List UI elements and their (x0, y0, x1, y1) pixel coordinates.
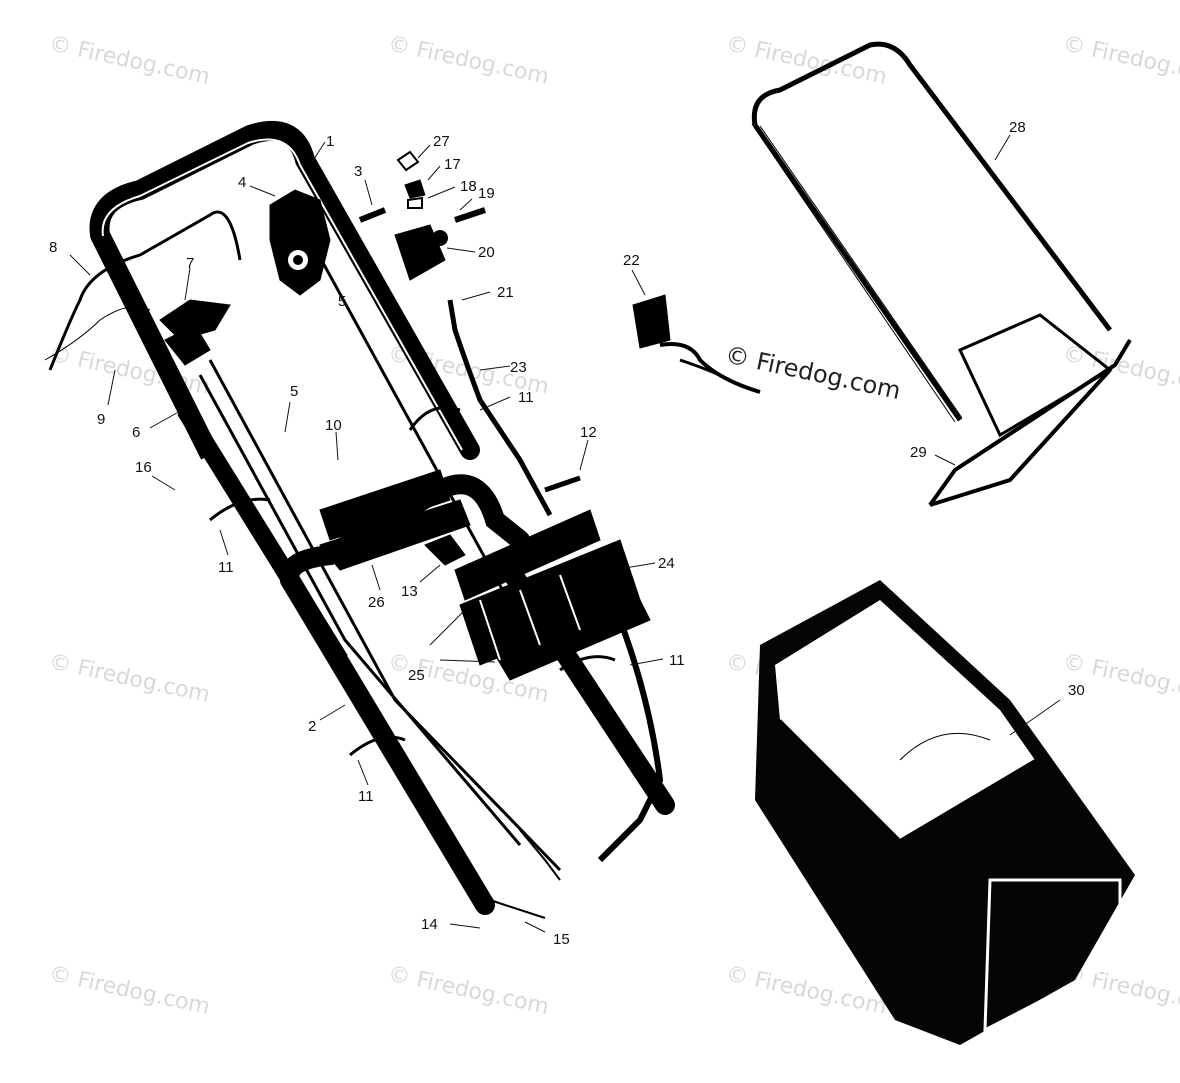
watermark: © Firedog.com (1061, 649, 1180, 707)
callout-10: 10 (325, 417, 342, 434)
callout-26: 26 (368, 594, 385, 611)
callout-19: 19 (478, 185, 495, 202)
callout-7: 7 (186, 255, 194, 272)
screws (358, 207, 581, 493)
clips-11 (209, 406, 616, 757)
grass-bag (755, 580, 1135, 1045)
callout-29: 29 (910, 444, 927, 461)
watermark: © Firedog.com (47, 31, 212, 89)
callout-4: 4 (238, 174, 246, 191)
callout-5: 5 (338, 293, 346, 310)
callout-20: 20 (478, 244, 495, 261)
callout-28: 28 (1009, 119, 1026, 136)
leader-lines (69, 134, 1061, 933)
callout-1: 1 (326, 133, 334, 150)
callout-16: 16 (135, 459, 152, 476)
callout-11: 11 (669, 652, 685, 669)
watermark: © Firedog.com (386, 961, 551, 1019)
callout-15: 15 (553, 931, 570, 948)
watermark: © Firedog.com (47, 961, 212, 1019)
callout-18: 18 (460, 178, 477, 195)
callout-5: 5 (290, 383, 298, 400)
upper-handle (89, 121, 480, 460)
watermark: © Firedog.com (724, 31, 889, 89)
callout-14: 14 (421, 916, 438, 933)
callout-labels: 1 2 3 4 5 5 6 7 8 9 10 11 11 11 11 12 13… (49, 119, 1085, 948)
switch-box-20 (394, 224, 448, 281)
callout-11: 11 (218, 559, 234, 576)
watermark: © Firedog.com (47, 649, 212, 707)
callout-11: 11 (518, 389, 534, 406)
wiring-harness-23 (447, 299, 664, 863)
callout-21: 21 (497, 284, 514, 301)
switch-7 (159, 299, 231, 366)
knob-13 (424, 534, 466, 566)
charger-22 (632, 294, 761, 394)
callout-3: 3 (354, 163, 362, 180)
center-watermark: © Firedog.com (723, 340, 903, 405)
bracket-26 (319, 469, 471, 571)
watermark: © Firedog.com (386, 31, 551, 89)
callout-8: 8 (49, 239, 57, 256)
callout-30: 30 (1068, 682, 1085, 699)
cable-8 (44, 210, 242, 371)
battery-assembly (454, 509, 651, 681)
callout-22: 22 (623, 252, 640, 269)
callout-25: 25 (408, 667, 425, 684)
callout-9: 9 (97, 411, 105, 428)
watermark: © Firedog.com (1061, 31, 1180, 89)
callout-23: 23 (510, 359, 527, 376)
callout-13: 13 (401, 583, 418, 600)
callout-6: 6 (132, 424, 140, 441)
bag-frame (751, 41, 1132, 507)
callout-27: 27 (433, 133, 450, 150)
callout-24: 24 (658, 555, 675, 572)
callout-11: 11 (358, 788, 374, 805)
control-box (269, 189, 331, 296)
callout-12: 12 (580, 424, 597, 441)
callout-17: 17 (444, 156, 461, 173)
callout-2: 2 (308, 718, 316, 735)
key-assembly (396, 150, 426, 209)
